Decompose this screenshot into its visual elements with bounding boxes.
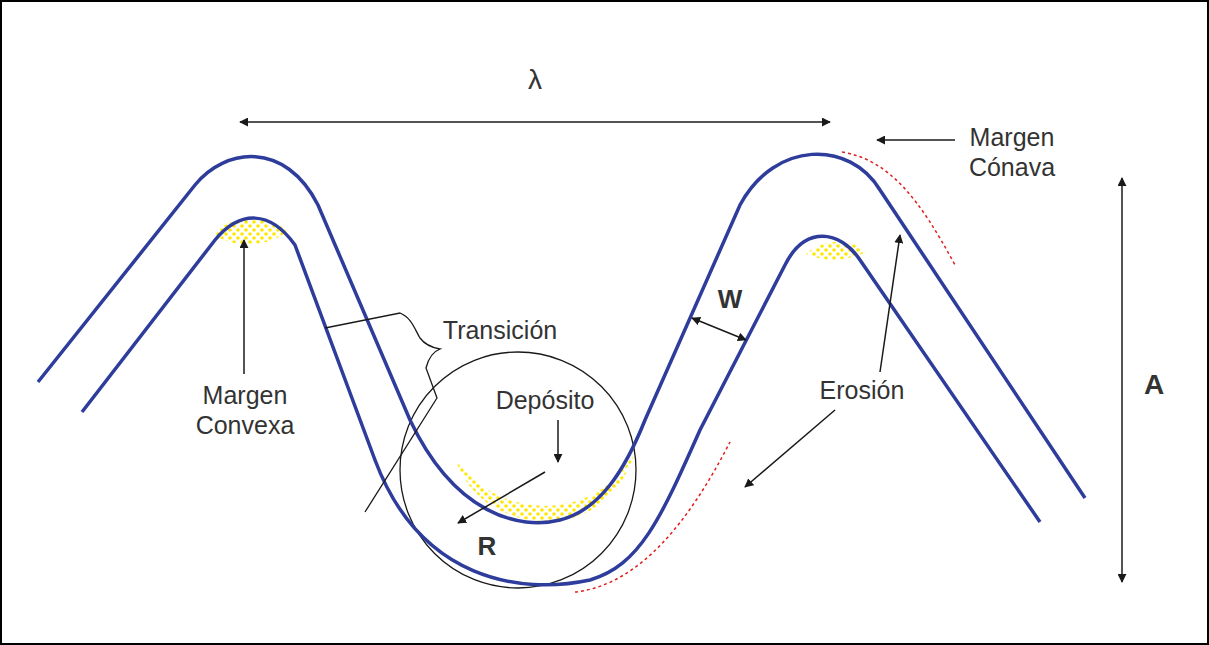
width-arrow: [692, 318, 746, 340]
leader-arrow: [557, 420, 559, 462]
leader-arrow: [745, 410, 835, 487]
wavelength-arrow: [240, 121, 830, 123]
dimension-symbol: A: [1144, 368, 1164, 402]
dimension-symbol: R: [478, 531, 497, 562]
process-label: Erosión: [820, 375, 905, 405]
transition-bracket: [325, 313, 440, 512]
erosion-line: [575, 442, 730, 592]
zone-label: Transición: [443, 315, 557, 345]
leader-arrow: [243, 240, 245, 374]
radius-arrow: [458, 472, 545, 523]
leader-arrow: [880, 235, 900, 372]
amplitude-arrow: [1121, 178, 1123, 582]
deposit-label: Depósito: [496, 385, 595, 415]
channel-bank: [82, 218, 1040, 585]
leader-arrow: [877, 139, 955, 141]
curvature-circle: [400, 352, 636, 588]
bank-label: Margen Cónava: [956, 122, 1068, 182]
bank-label: Margen Convexa: [181, 380, 309, 440]
dimension-symbol: W: [718, 284, 743, 315]
channel-bank: [38, 154, 1085, 522]
dimension-symbol: λ: [528, 63, 542, 97]
